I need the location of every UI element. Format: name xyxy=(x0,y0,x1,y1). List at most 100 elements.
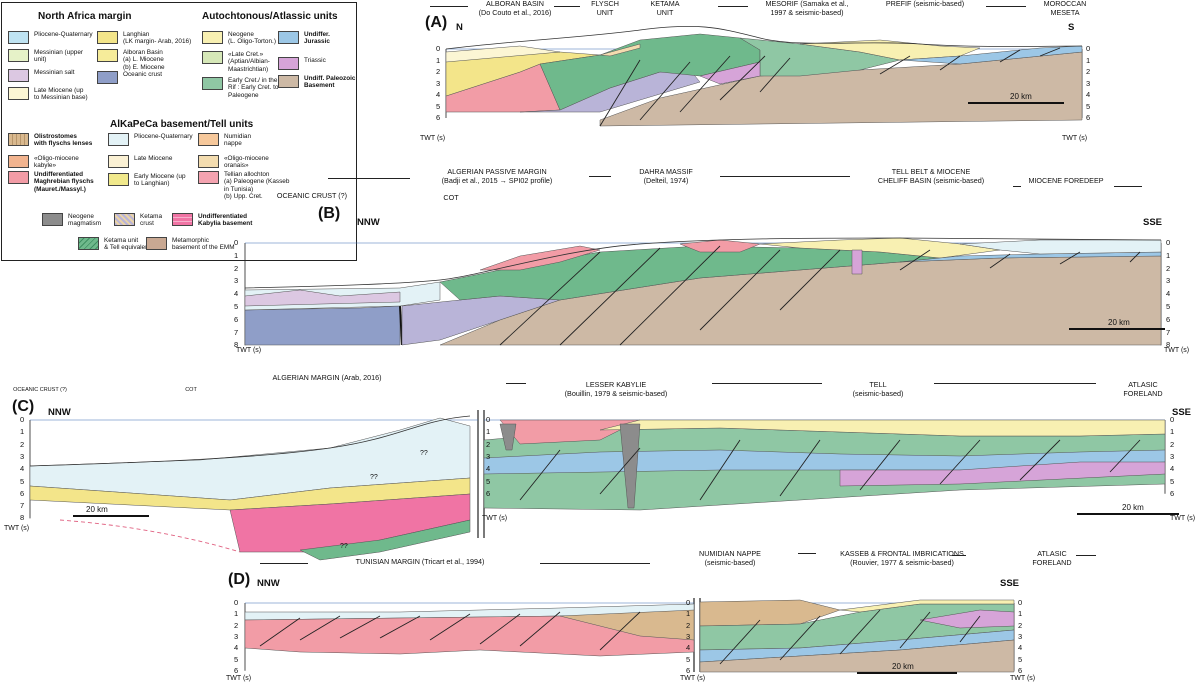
section-a-arrow-1 xyxy=(554,6,580,7)
section-a-flysch-top xyxy=(599,43,641,57)
section-b-tick-left-4: 4 xyxy=(234,289,239,299)
section-c-scale-bar-right xyxy=(1077,513,1179,515)
sectionB-header-0-line2: (Badji et al., 2015 → SPI02 profile) xyxy=(441,175,553,185)
legend-label-latecret: «Late Cret.» (Aptian/Albian- Maastrichti… xyxy=(228,51,270,73)
section-a-label: (A) xyxy=(425,14,448,31)
legend-swatch-paleozoic xyxy=(278,75,299,88)
section-a-prerif-jurassic xyxy=(899,45,1083,65)
section-b-oceanic-crust: OCEANIC CRUST (?) xyxy=(276,191,348,200)
section-b-fault-5 xyxy=(899,249,931,271)
legend-label-meta: Metamorphic basement of the EMM xyxy=(172,237,235,252)
section-c-tick-left-2: 2 xyxy=(20,439,25,449)
section-b-fault-1 xyxy=(559,247,661,346)
section-b-arrow-2 xyxy=(720,176,850,177)
section-c-tick-right-2: 2 xyxy=(1170,439,1175,449)
legend-item-numid: Numidian nappe xyxy=(198,133,296,148)
section-c-left-orientation: NNW xyxy=(48,407,71,418)
section-d-tick-mid-4: 4 xyxy=(686,643,691,653)
section-a-tick-left-4: 4 xyxy=(436,90,441,99)
legend-swatch-kabbase xyxy=(172,213,193,226)
sectionA-header-1-line2: UNIT xyxy=(596,7,614,17)
section-a-twt-right: TWT (s) xyxy=(1062,135,1088,142)
section-b-arrow-3 xyxy=(1013,186,1021,187)
section-b-tick-left-7: 7 xyxy=(234,327,239,337)
section-b-topography xyxy=(244,237,1162,289)
section-d-tick-mid-2: 2 xyxy=(686,620,691,630)
sectionC-header-3-line1: ATLASIC xyxy=(1128,380,1158,389)
section-a-scale-label: 20 km xyxy=(1010,92,1032,101)
section-a-tick-left-3: 3 xyxy=(436,78,441,88)
section-c-kabyle-pink xyxy=(499,419,641,445)
section-d-arrow-2 xyxy=(798,553,816,554)
section-a-tick-right-4: 4 xyxy=(1086,90,1091,99)
section-b-arrow-1 xyxy=(589,176,611,177)
section-d-fault-left-0 xyxy=(259,617,301,647)
section-b-fault-8 xyxy=(1129,251,1141,263)
section-a-fault-5 xyxy=(879,55,911,75)
sectionA-header-3-line1: MESORIF (Samaka et al., xyxy=(765,0,849,8)
section-c-neogene-top xyxy=(599,419,1166,437)
section-b-label: (B) xyxy=(318,205,341,222)
section-b-left-orientation: NNW xyxy=(357,217,380,228)
section-a-fault-7 xyxy=(999,49,1021,63)
section-a-fault-2 xyxy=(679,55,731,113)
sectionC-header-1-line1: LESSER KABYLIE xyxy=(585,380,647,389)
sectionC-header-0: ALGERIAN MARGIN (Arab, 2016) xyxy=(252,373,402,383)
section-d-fault-left-5 xyxy=(479,613,521,645)
legend-item-plio: Pliocene-Quaternary xyxy=(8,31,106,44)
section-a-fault-3 xyxy=(719,55,766,101)
sectionD-header-2-line2: (Rouvier, 1977 & seismic-based) xyxy=(850,557,954,567)
legend-label-langh: Langhian (LK margin- Arab, 2016) xyxy=(123,31,192,46)
section-c-topography xyxy=(29,415,471,467)
legend-swatch-tellian xyxy=(198,171,219,184)
section-d-tick-mid-0: 0 xyxy=(686,598,691,607)
section-a-fault-0 xyxy=(599,59,641,127)
section-d-fault-right-3 xyxy=(899,611,931,649)
legend-box: North Africa margin Autochtonous/Atlassi… xyxy=(1,2,357,261)
section-b-fault-3 xyxy=(699,249,781,331)
section-b-tick-right-8: 8 xyxy=(1166,340,1171,350)
section-b-twt-right: TWT (s) xyxy=(1164,347,1190,354)
section-c-fault-2 xyxy=(699,439,741,501)
section-d-tick-left-0: 0 xyxy=(234,598,239,607)
section-c-uncertain-1: ?? xyxy=(420,450,428,457)
section-b-cot: COT xyxy=(443,193,459,202)
section-b-fault-7 xyxy=(1059,251,1081,265)
section-a-topography xyxy=(445,25,1083,50)
section-c-tick-right-5: 5 xyxy=(1170,476,1175,486)
section-d-fault-left-6 xyxy=(519,611,561,647)
section-a-tick-right-6: 6 xyxy=(1086,113,1091,122)
legend-item-ketama: Ketama unit & Tell equivalent xyxy=(78,237,176,252)
section-c-fault-3 xyxy=(779,439,821,497)
legend-item-triassic: Triassic xyxy=(278,57,376,70)
section-c-moho-dashed xyxy=(59,519,241,553)
section-c-arrow-2 xyxy=(934,383,1096,384)
sectionB-header-2-line2: CHELIFF BASIN (seismic-based) xyxy=(877,175,985,185)
legend-label-oceanic: Oceanic crust xyxy=(123,71,163,78)
legend-label-latemio2: Late Miocene xyxy=(134,155,173,162)
legend-swatch-messalt xyxy=(8,69,29,82)
legend-label-oligokab: «Oligo-miocene kabyle» xyxy=(34,155,79,170)
legend-label-plio: Pliocene-Quaternary xyxy=(34,31,93,38)
section-c-tick-mid-1: 1 xyxy=(486,427,491,437)
section-c-uncertain-2: ?? xyxy=(370,474,378,481)
section-d-tellian-pink xyxy=(244,613,695,657)
legend-item-magmat: Neogene magmatism xyxy=(42,213,140,228)
section-a-scale-bar xyxy=(968,102,1064,104)
section-c-tick-mid-0: 0 xyxy=(486,415,491,424)
legend-item-langh: Langhian (LK margin- Arab, 2016) xyxy=(97,31,195,46)
section-d-tick-mid-5: 5 xyxy=(686,654,691,664)
legend-item-mess: Messinian (upper unit) xyxy=(8,49,106,64)
section-b-tick-left-8: 8 xyxy=(234,340,239,350)
section-a-mesorif-yellow xyxy=(799,39,981,61)
legend-label-numid: Numidian nappe xyxy=(224,133,251,148)
section-c-tick-right-1: 1 xyxy=(1170,427,1175,437)
section-d-twt-left: TWT (s) xyxy=(226,675,252,682)
section-c-tick-right-6: 6 xyxy=(1170,488,1175,498)
section-a-tick-left-6: 6 xyxy=(436,113,441,122)
sectionB-header-3: MIOCENE FOREDEEP xyxy=(1016,176,1116,186)
section-a-fault-6 xyxy=(939,55,961,71)
section-c-tick-right-4: 4 xyxy=(1170,464,1175,474)
